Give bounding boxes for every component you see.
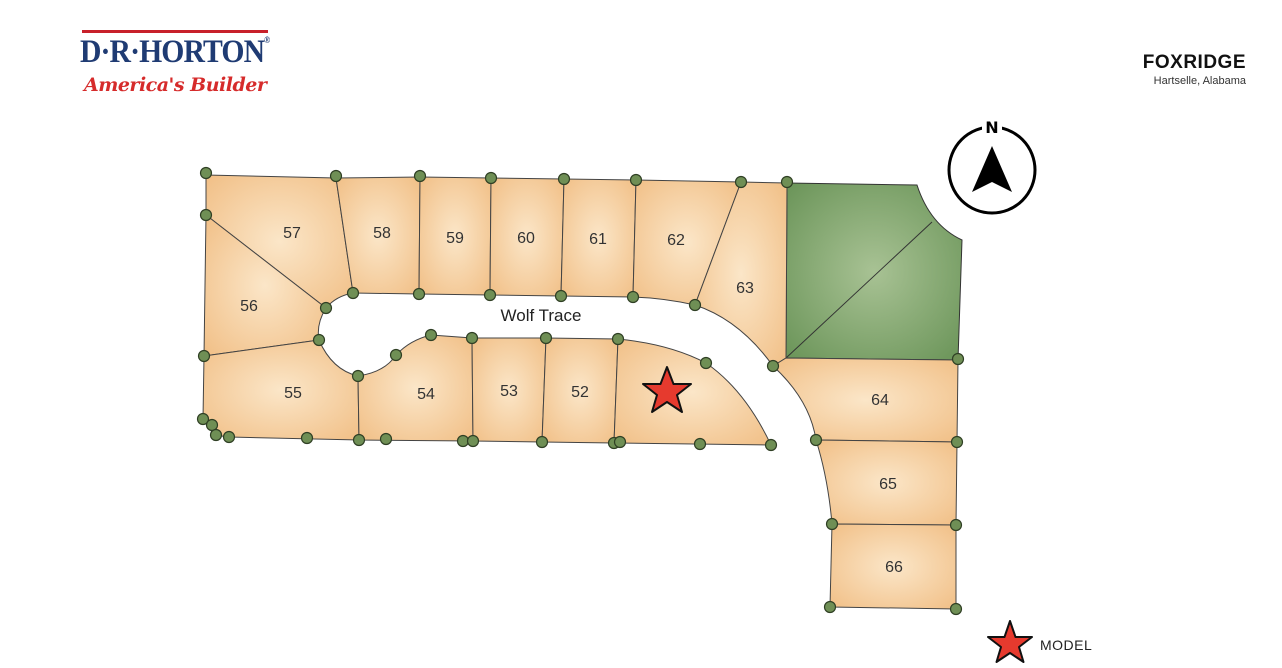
lot-number-54: 54 [417, 386, 435, 403]
logo-rule [82, 30, 268, 33]
lot-corner-marker [222, 430, 236, 444]
lot-corner-marker [766, 359, 780, 373]
north-arrow-icon [972, 146, 1012, 192]
lot-corner-marker [413, 169, 427, 183]
lot-51-model[interactable] [613, 338, 772, 446]
lot-corner-marker [825, 517, 839, 531]
street-name: Wolf Trace [501, 306, 582, 325]
compass: N [947, 116, 1037, 215]
lot-corner-marker [613, 435, 627, 449]
lot-corner-marker [466, 434, 480, 448]
drhorton-logo: D·R·HORTON® America's Builder [80, 30, 270, 100]
lot-corner-marker [319, 301, 333, 315]
community-heading: FOXRIDGE Hartselle, Alabama [1143, 52, 1246, 87]
lot-corner-marker [329, 169, 343, 183]
open-space [785, 182, 963, 361]
lot-number-64: 64 [871, 392, 889, 409]
lot-corner-marker [629, 173, 643, 187]
lot-corner-marker [688, 298, 702, 312]
lot-corner-marker [484, 171, 498, 185]
lot-corner-marker [557, 172, 571, 186]
lot-corner-marker [424, 328, 438, 342]
lot-corner-marker [465, 331, 479, 345]
logo-tagline: America's Builder [84, 74, 267, 96]
lot-corner-marker [950, 435, 964, 449]
lot-55[interactable] [202, 339, 360, 441]
lot-layer [202, 174, 959, 610]
lot-number-56: 56 [240, 298, 258, 315]
lot-corner-marker [611, 332, 625, 346]
lot-64[interactable] [772, 357, 959, 443]
lot-number-62: 62 [667, 232, 685, 249]
lot-corner-marker [483, 288, 497, 302]
lot-corner-marker [539, 331, 553, 345]
lot-corner-marker [693, 437, 707, 451]
lot-corner-marker [535, 435, 549, 449]
compass-north-label: N [985, 118, 998, 137]
lot-corner-marker [699, 356, 713, 370]
lot-labels: 57 58 59 60 61 62 63 56 55 54 53 52 64 65 66 [240, 225, 903, 576]
community-location: Hartselle, Alabama [1153, 75, 1246, 87]
legend-model-label: MODEL [1040, 637, 1092, 653]
lot-number-52: 52 [571, 384, 589, 401]
lot-54[interactable] [357, 334, 474, 442]
lot-corner-marker [197, 349, 211, 363]
legend: MODEL [987, 620, 1092, 663]
lot-corner-marker [949, 518, 963, 532]
lot-number-59: 59 [446, 230, 464, 247]
lot-corner-marker [951, 352, 965, 366]
lot-corner-marker [379, 432, 393, 446]
lot-corner-marker [949, 602, 963, 616]
lot-number-55: 55 [284, 385, 302, 402]
lot-number-61: 61 [589, 231, 607, 248]
lot-corner-marker [456, 434, 470, 448]
lot-corner-marker [626, 290, 640, 304]
lot-corner-marker [209, 428, 223, 442]
lot-corner-marker [809, 433, 823, 447]
lot-corner-marker [199, 166, 213, 180]
lot-corner-markers [196, 166, 965, 616]
lot-corner-marker [780, 175, 794, 189]
community-name: FOXRIDGE [1142, 52, 1246, 73]
model-star-icon [642, 366, 692, 413]
lot-corner-marker [199, 208, 213, 222]
lot-corner-marker [764, 438, 778, 452]
lot-corner-marker [734, 175, 748, 189]
lot-number-58: 58 [373, 225, 391, 242]
lot-corner-marker [196, 412, 210, 426]
lot-corner-marker [352, 433, 366, 447]
logo-wordmark: D·R·HORTON® [80, 34, 270, 70]
lot-number-53: 53 [500, 383, 518, 400]
lot-corner-marker [346, 286, 360, 300]
lot-corner-marker [205, 418, 219, 432]
lot-number-65: 65 [879, 476, 897, 493]
lot-corner-marker [351, 369, 365, 383]
lot-corner-marker [554, 289, 568, 303]
lot-corner-marker [312, 333, 326, 347]
lot-number-60: 60 [517, 230, 535, 247]
legend-star-icon [987, 620, 1033, 663]
compass-gap [982, 116, 1002, 136]
lot-corner-marker [300, 431, 314, 445]
lot-corner-marker [389, 348, 403, 362]
lot-number-63: 63 [736, 280, 754, 297]
lot-number-57: 57 [283, 225, 301, 242]
lot-corner-marker [412, 287, 426, 301]
lot-number-66: 66 [885, 559, 903, 576]
lot-corner-marker [823, 600, 837, 614]
